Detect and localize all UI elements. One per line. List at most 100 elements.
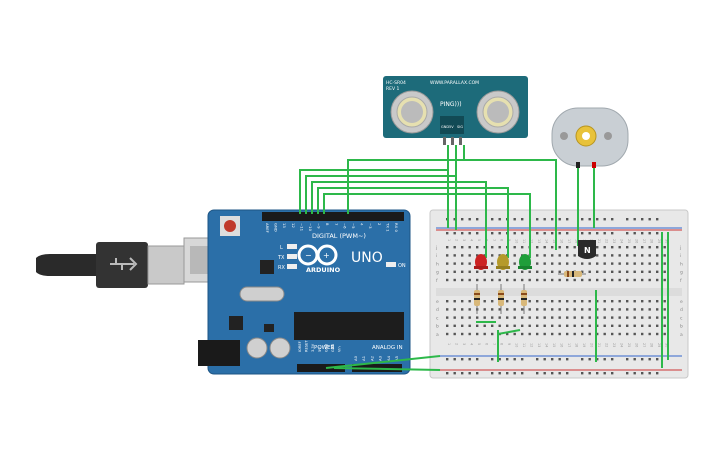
analog-pin-label: A2 (369, 355, 374, 361)
breadboard-hole (573, 300, 576, 303)
power-jack (198, 340, 240, 366)
breadboard-hole (648, 316, 651, 319)
breadboard-hole (483, 316, 486, 319)
breadboard-hole (476, 332, 479, 336)
breadboard-hole (663, 316, 666, 319)
usb-icon (110, 257, 138, 271)
rail-hole (543, 358, 546, 361)
column-number: 1 (447, 239, 451, 241)
rail-hole (513, 358, 516, 361)
rail-hole (491, 232, 494, 235)
breadboard-hole (498, 316, 501, 319)
breadboard-hole (453, 324, 456, 327)
breadboard-hole (446, 308, 449, 311)
breadboard-hole (648, 324, 651, 327)
rail-hole (453, 218, 456, 221)
breadboard-hole (536, 262, 539, 265)
breadboard-hole (611, 254, 614, 257)
breadboard-hole (476, 324, 479, 327)
breadboard-hole (633, 262, 636, 265)
breadboard-hole (513, 300, 516, 303)
breadboard-hole (611, 300, 614, 303)
rail-hole (543, 372, 546, 375)
breadboard-hole (566, 254, 569, 257)
column-number: 12 (530, 343, 534, 347)
breadboard-hole (498, 278, 501, 282)
onboard-leds: L TX RX ON (277, 244, 406, 271)
analog-pin-label: A4 (386, 355, 391, 361)
digital-pin-label: RX 0 (394, 223, 399, 232)
rail-hole (626, 358, 629, 361)
rail-hole (506, 358, 509, 361)
rail-hole (603, 358, 606, 361)
rail-hole (468, 358, 471, 361)
breadboard-hole (626, 300, 629, 303)
breadboard-holes (446, 218, 666, 375)
breadboard-hole (641, 308, 644, 311)
breadboard-hole (618, 246, 621, 249)
column-number: 5 (477, 239, 481, 241)
power-pin-label: RESET (305, 340, 309, 352)
breadboard-hole (506, 308, 509, 311)
resistor-green-led (521, 284, 527, 314)
breadboard-hole (581, 316, 584, 319)
rail-hole (536, 218, 539, 221)
sensor-model: HC-SR04 (386, 80, 406, 86)
breadboard-hole (618, 316, 621, 319)
breadboard-hole (656, 270, 659, 273)
column-number: 8 (500, 239, 504, 241)
breadboard-hole (513, 316, 516, 319)
breadboard-hole (461, 278, 464, 282)
breadboard-hole (581, 324, 584, 327)
breadboard-hole (611, 324, 614, 327)
rail-hole (596, 358, 599, 361)
breadboard-hole (581, 300, 584, 303)
rail-hole (461, 218, 464, 221)
breadboard-hole (536, 316, 539, 319)
rail-hole (566, 372, 569, 375)
breadboard-hole (633, 316, 636, 319)
breadboard-hole (648, 300, 651, 303)
breadboard-hole (513, 270, 516, 273)
breadboard-hole (611, 262, 614, 265)
breadboard-hole (626, 254, 629, 257)
breadboard-hole (543, 316, 546, 319)
breadboard-hole (521, 246, 524, 249)
breadboard-hole (603, 246, 606, 249)
breadboard-hole (468, 246, 471, 249)
rail-hole (543, 232, 546, 235)
svg-text:GND: GND (441, 125, 449, 129)
column-number: 23 (612, 239, 616, 243)
breadboard-hole (618, 270, 621, 273)
rail-hole (626, 372, 629, 375)
row-letter: d (436, 307, 439, 313)
rail-hole (498, 372, 501, 375)
svg-text:+: + (323, 251, 330, 260)
rail-hole (506, 372, 509, 375)
breadboard-hole (483, 300, 486, 303)
breadboard-hole (626, 332, 629, 336)
breadboard-hole (588, 270, 591, 273)
breadboard-hole (461, 300, 464, 303)
rail-hole (566, 232, 569, 235)
breadboard-hole (536, 332, 539, 336)
breadboard-hole (648, 308, 651, 311)
breadboard-hole (528, 300, 531, 303)
breadboard-hole (573, 254, 576, 257)
breadboard-hole (611, 278, 614, 282)
breadboard-hole (641, 254, 644, 257)
breadboard-hole (588, 316, 591, 319)
breadboard-hole (588, 300, 591, 303)
crystal (239, 286, 285, 302)
breadboard-hole (536, 324, 539, 327)
breadboard-hole (626, 316, 629, 319)
breadboard-hole (468, 324, 471, 327)
breadboard-hole (513, 308, 516, 311)
reset-button-cap[interactable] (224, 220, 236, 232)
rail-hole (626, 232, 629, 235)
sensor-rev: REV 1 (386, 86, 399, 92)
rail-hole (521, 372, 524, 375)
breadboard-hole (468, 262, 471, 265)
